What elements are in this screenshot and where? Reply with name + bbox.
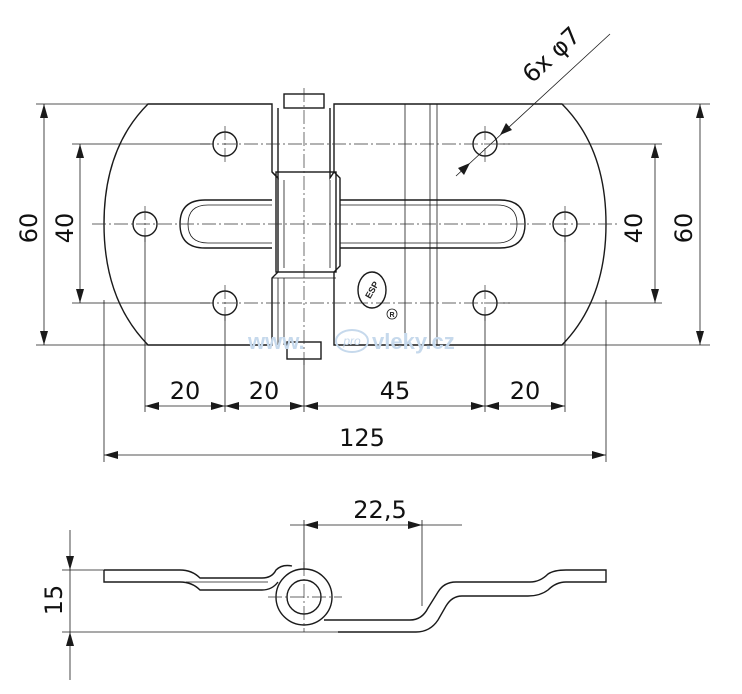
top-view: ESP R	[92, 88, 620, 365]
hinge-knuckle	[275, 171, 337, 273]
registered-mark: R	[389, 312, 394, 319]
hole-callout: 6x φ7	[455, 21, 611, 177]
registered-mark-circle	[386, 308, 398, 320]
watermark-pro: pro	[342, 334, 361, 348]
hole-leader-line	[455, 33, 611, 177]
dim-side-offset: 22,5	[353, 496, 406, 524]
dim-right-height-inner: 40	[620, 213, 648, 244]
dim-overall-length: 125	[339, 424, 385, 452]
right-slot-rib	[340, 199, 526, 249]
hole-spec-label: 6x φ7	[517, 21, 586, 88]
horizontal-dimensions: 20 20 45 20 125	[103, 236, 607, 462]
side-right-leaf	[324, 569, 607, 633]
hinge-barrel	[271, 108, 335, 181]
dim-right-height-outer: 60	[670, 213, 698, 244]
watermark: www. pro vleky.cz	[247, 329, 455, 354]
watermark-domain: vleky.cz	[372, 329, 455, 354]
dim-left-height-inner: 40	[51, 213, 79, 244]
dim-span-4: 20	[510, 377, 541, 405]
dim-side-height: 15	[40, 585, 68, 616]
watermark-pro-badge	[335, 329, 369, 353]
side-view	[103, 562, 607, 633]
dim-left-height-outer: 60	[15, 213, 43, 244]
dim-span-3: 45	[380, 377, 411, 405]
right-plate-outline	[333, 103, 607, 346]
dim-span-1: 20	[170, 377, 201, 405]
logo-text: ESP	[363, 280, 381, 301]
dim-span-2: 20	[249, 377, 280, 405]
left-plate-outline	[103, 103, 279, 346]
watermark-www: www.	[247, 329, 305, 354]
side-left-leaf	[104, 564, 293, 579]
logo-emblem	[357, 271, 387, 309]
side-dimensions: 22,5 15	[40, 496, 462, 680]
vertical-dimensions: 60 40 40 60	[15, 103, 710, 346]
